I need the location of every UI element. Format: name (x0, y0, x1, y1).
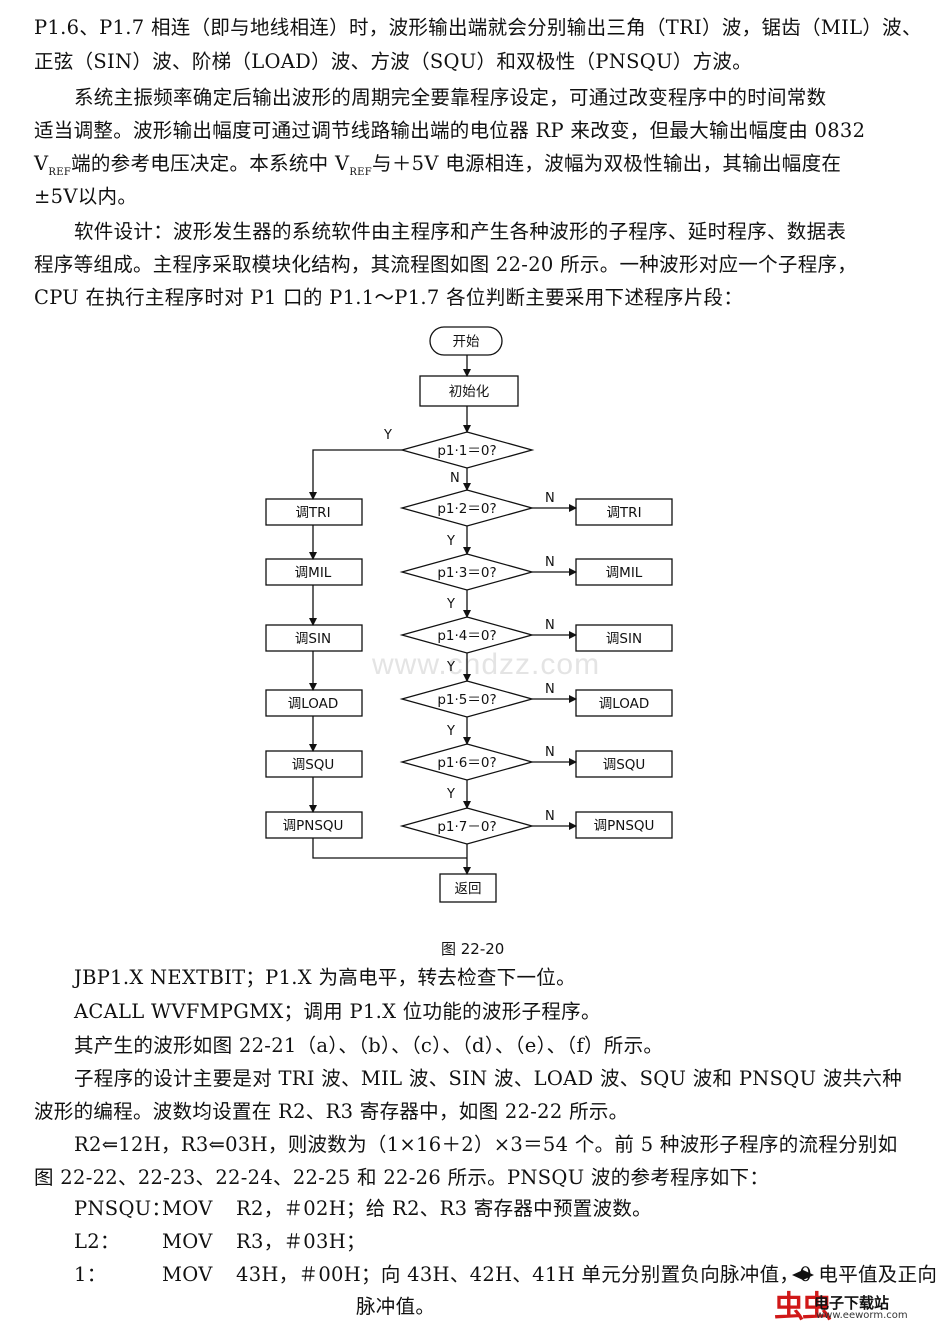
call-label: 调SIN (606, 631, 642, 647)
left-call-mil (265, 558, 363, 586)
right-call-squ (575, 750, 673, 778)
call-label: 调LOAD (599, 696, 650, 712)
ref-subscript: REF (48, 166, 72, 178)
asm-label: L2： (74, 1230, 120, 1253)
logo-icon-text: 虫虫 (774, 1290, 832, 1325)
yes-label: Y (446, 660, 455, 675)
call-label: 调MIL (606, 565, 643, 581)
v-symbol: V (34, 152, 49, 175)
left-call-sin (265, 624, 363, 652)
right-call-load (575, 689, 673, 717)
call-label: 调PNSQU (594, 818, 655, 834)
call-label: 调SIN (295, 631, 331, 647)
decision-label: p1·3＝0? (437, 565, 496, 581)
text-line: VREF端的参考电压决定。本系统中 VREF与＋5V 电源相连，波幅为双极性输出… (34, 154, 841, 178)
logo-url: www.eeworm.com (816, 1310, 908, 1321)
no-label: N (545, 682, 555, 697)
text-line: R2⇐12H，R3⇐03H，则波数为（1×16＋2）×3＝54 个。前 5 种波… (74, 1133, 898, 1156)
no-label: N (545, 555, 555, 570)
asm-op: MOV (162, 1197, 213, 1220)
text-line: ±5V以内。 (34, 185, 138, 208)
text-line: P1.6、P1.7 相连（即与地线相连）时，波形输出端就会分别输出三角（TRI）… (34, 16, 922, 39)
call-label: 调SQU (292, 757, 335, 773)
asm-arg: R3，＃03H； (236, 1230, 366, 1253)
text-line: 波形的编程。波数均设置在 R2、R3 寄存器中，如图 22-22 所示。 (34, 1100, 629, 1123)
decision-label: p1·5＝0? (437, 692, 496, 708)
text-line: 软件设计：波形发生器的系统软件由主程序和产生各种波形的子程序、延时程序、数据表 (74, 220, 847, 243)
left-call-pnsqu (265, 811, 363, 839)
decision-label: p1·4＝0? (437, 628, 496, 644)
yes-label: Y (446, 597, 455, 612)
end-box (439, 873, 497, 903)
text-line: 其产生的波形如图 22-21（a）、（b）、（c）、（d）、（e）、（f）所示。 (74, 1034, 664, 1057)
yes-label: Y (446, 787, 455, 802)
no-label: N (545, 745, 555, 760)
ref-subscript: REF (349, 166, 373, 178)
asm-continuation: 脉冲值。 (356, 1295, 436, 1318)
call-label: 调LOAD (288, 696, 339, 712)
figure-caption: 图 22-20 (441, 940, 505, 958)
init-box (419, 375, 519, 407)
no-label: N (545, 491, 555, 506)
end-label: 返回 (455, 881, 482, 897)
asm-op: MOV (162, 1263, 213, 1286)
code-line: ACALL WVFMPGMX；调用 P1.X 位功能的波形子程序。 (74, 1000, 601, 1023)
start-label: 开始 (453, 334, 480, 350)
decision-label: p1·2＝0? (437, 501, 496, 517)
init-label: 初始化 (449, 383, 490, 400)
asm-label: 1： (74, 1263, 107, 1286)
left-call-tri (265, 498, 363, 526)
logo-name: 电子下载站 (814, 1294, 890, 1312)
decision-label: p1·1＝0? (437, 443, 496, 459)
text-line: 子程序的设计主要是对 TRI 波、MIL 波、SIN 波、LOAD 波、SQU … (74, 1067, 903, 1090)
right-call-tri (575, 498, 673, 526)
text-line: 程序等组成。主程序采取模块化结构，其流程图如图 22-20 所示。一种波形对应一… (34, 253, 858, 276)
yes-label: Y (446, 724, 455, 739)
watermark: www.cndzz.com (372, 648, 601, 681)
asm-label: PNSQU： (74, 1197, 172, 1220)
text-line: 适当调整。波形输出幅度可通过调节线路输出端的电位器 RP 来改变，但最大输出幅度… (34, 119, 866, 142)
call-label: 调MIL (295, 565, 332, 581)
no-label: N (545, 809, 555, 824)
text-line: CPU 在执行主程序时对 P1 口的 P1.1～P1.7 各位判断主要采用下述程… (34, 286, 744, 309)
right-call-sin (575, 624, 673, 652)
left-call-load (265, 689, 363, 717)
right-call-pnsqu (575, 811, 673, 839)
no-label: N (450, 471, 460, 486)
decision-label: p1·6＝0? (437, 755, 496, 771)
asm-arg: 43H，＃00H；向 43H、42H、41H 单元分别置负向脉冲值，0 电平值及… (236, 1263, 937, 1286)
no-label: N (545, 618, 555, 633)
call-label: 调TRI (606, 505, 641, 521)
decision-label: p1·7－0? (437, 819, 496, 835)
flowchart: 开始 初始化 p1·1＝0? p1·2＝0? p1·3＝0? p1·4＝0? p… (265, 326, 673, 903)
yes-label: Y (446, 534, 455, 549)
text-span: 与＋5V 电源相连，波幅为双极性输出，其输出幅度在 (372, 152, 842, 175)
yes-label: Y (383, 428, 392, 443)
text-line: 图 22-22、22-23、22-24、22-25 和 22-26 所示。PNS… (34, 1166, 770, 1189)
asm-op: MOV (162, 1230, 213, 1253)
right-call-mil (575, 558, 673, 586)
call-label: 调SQU (603, 757, 646, 773)
start-terminal (429, 326, 503, 356)
call-label: 调PNSQU (283, 818, 344, 834)
text-line: 系统主振频率确定后输出波形的周期完全要靠程序设定，可通过改变程序中的时间常数 (74, 86, 827, 109)
code-line: JBP1.X NEXTBIT；P1.X 为高电平，转去检查下一位。 (74, 966, 576, 989)
left-call-squ (265, 750, 363, 778)
text-span: 端的参考电压决定。本系统中 V (71, 152, 350, 175)
graduation-cap-icon (792, 1270, 814, 1280)
call-label: 调TRI (295, 505, 330, 521)
site-logo: 虫虫 电子下载站 www.eeworm.com (768, 1266, 924, 1325)
asm-arg: R2，＃02H；给 R2、R3 寄存器中预置波数。 (236, 1197, 652, 1220)
text-line: 正弦（SIN）波、阶梯（LOAD）波、方波（SQU）和双极性（PNSQU）方波。 (34, 50, 753, 73)
